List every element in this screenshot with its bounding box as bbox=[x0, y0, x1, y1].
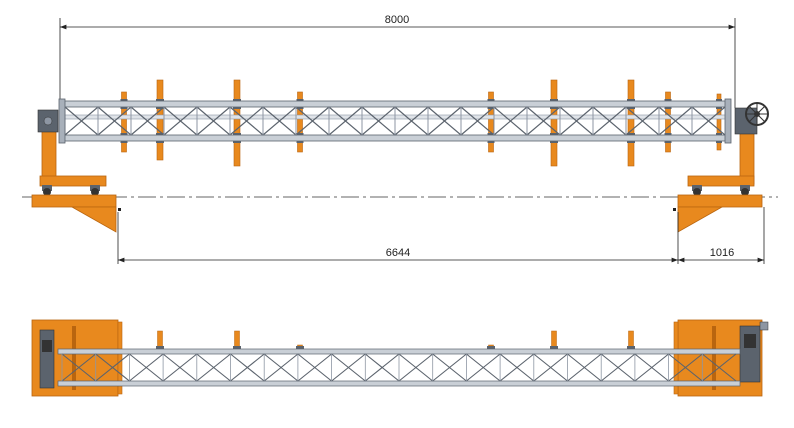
plan-lattice-diagonal bbox=[398, 353, 434, 382]
lattice-diagonal bbox=[526, 106, 561, 136]
plan-lattice-diagonal bbox=[533, 353, 568, 382]
plan-right-bearing bbox=[744, 334, 756, 348]
truss-lattice bbox=[64, 106, 726, 136]
right-carriage-beam bbox=[687, 175, 755, 187]
castor-wheel-icon bbox=[692, 185, 702, 196]
dimension-label-8000: 8000 bbox=[385, 14, 409, 26]
plan-lattice-diagonal bbox=[297, 353, 332, 382]
plan-left-column-block bbox=[39, 329, 55, 389]
plan-lattice-diagonal bbox=[95, 353, 130, 382]
lattice-diagonal bbox=[394, 106, 429, 136]
lattice-diagonal bbox=[658, 106, 693, 136]
truss-top-chord bbox=[61, 100, 729, 108]
plan-left-rail bbox=[72, 326, 76, 390]
plan-lattice-diagonal bbox=[162, 353, 198, 382]
plan-lattice-diagonal bbox=[668, 353, 703, 382]
lattice-diagonal bbox=[64, 106, 99, 136]
lattice-diagonal bbox=[691, 106, 726, 136]
lattice-diagonal bbox=[460, 106, 495, 136]
plan-lattice-diagonal bbox=[466, 353, 501, 382]
plan-right-rail bbox=[712, 326, 716, 390]
left-gusset bbox=[70, 206, 117, 233]
dimension-span: 6644 bbox=[117, 212, 679, 264]
right-anchor-mark bbox=[673, 208, 676, 211]
clamp-post bbox=[156, 79, 164, 161]
lattice-diagonal bbox=[163, 106, 198, 136]
plan-lattice-diagonal bbox=[196, 353, 231, 382]
right-support bbox=[673, 102, 769, 233]
lattice-diagonal bbox=[196, 106, 231, 136]
left-carriage-beam bbox=[39, 175, 107, 187]
plan-truss-bottom-chord bbox=[57, 380, 741, 387]
plan-lattice-diagonal bbox=[499, 353, 535, 382]
clamp-post bbox=[121, 91, 127, 153]
lattice-diagonal bbox=[262, 106, 297, 136]
side-elevation-view: 8000 bbox=[22, 14, 778, 264]
truss-end-plate-right bbox=[724, 98, 732, 144]
lattice-diagonal bbox=[130, 106, 165, 136]
plan-lattice-diagonal bbox=[61, 353, 97, 382]
lattice-diagonal bbox=[229, 106, 264, 136]
left-anchor-mark bbox=[118, 208, 121, 211]
plan-lattice-diagonal bbox=[331, 353, 366, 382]
plan-lattice-diagonal bbox=[634, 353, 669, 382]
plan-truss-top-chord bbox=[57, 348, 741, 355]
plan-lattice-diagonal bbox=[432, 353, 467, 382]
plan-left-plate-edge bbox=[117, 321, 123, 395]
lattice-diagonal bbox=[493, 106, 528, 136]
truss-bottom-chord bbox=[61, 134, 729, 142]
right-gusset bbox=[677, 206, 724, 233]
lattice-diagonal bbox=[97, 106, 132, 136]
lattice-diagonal bbox=[295, 106, 330, 136]
truss-end-plate-left bbox=[58, 98, 66, 144]
lattice-diagonal bbox=[427, 106, 462, 136]
plan-lattice-diagonal bbox=[701, 353, 737, 382]
clamp-post bbox=[665, 91, 671, 153]
dimension-label-6644: 6644 bbox=[386, 247, 410, 259]
plan-lattice-diagonal bbox=[567, 353, 602, 382]
lattice-diagonal bbox=[361, 106, 396, 136]
dimension-support-width: 1016 bbox=[678, 207, 765, 264]
dimension-overall-length: 8000 bbox=[59, 14, 736, 108]
truss-side bbox=[58, 98, 732, 144]
clamp-post bbox=[627, 79, 635, 167]
lattice-diagonal bbox=[592, 106, 627, 136]
plan-lattice-diagonal bbox=[364, 353, 400, 382]
left-base-plate bbox=[31, 194, 117, 208]
lattice-diagonal bbox=[328, 106, 363, 136]
handwheel-icon bbox=[745, 102, 769, 126]
plan-lattice-diagonal bbox=[600, 353, 636, 382]
lattice-diagonal bbox=[625, 106, 660, 136]
castor-wheel-icon bbox=[90, 185, 100, 196]
clamp-post bbox=[297, 91, 303, 153]
plan-lattice-diagonal bbox=[129, 353, 164, 382]
clamp-post bbox=[233, 79, 241, 167]
dimension-label-1016: 1016 bbox=[710, 247, 734, 259]
handwheel-icon bbox=[759, 321, 769, 331]
plan-truss-lattice bbox=[61, 353, 737, 382]
castor-wheel-icon bbox=[740, 185, 750, 196]
right-base-plate bbox=[677, 194, 763, 208]
plan-lattice-diagonal bbox=[263, 353, 299, 382]
left-bearing-icon bbox=[43, 116, 53, 126]
clamp-post bbox=[716, 93, 722, 151]
plan-left-bearing bbox=[42, 340, 52, 352]
left-support bbox=[31, 109, 121, 233]
plan-view bbox=[31, 319, 769, 397]
truss-plan bbox=[57, 348, 741, 387]
plan-lattice-diagonal bbox=[230, 353, 265, 382]
clamp-post bbox=[550, 79, 558, 167]
lattice-diagonal bbox=[559, 106, 594, 136]
castor-wheel-icon bbox=[42, 185, 52, 196]
